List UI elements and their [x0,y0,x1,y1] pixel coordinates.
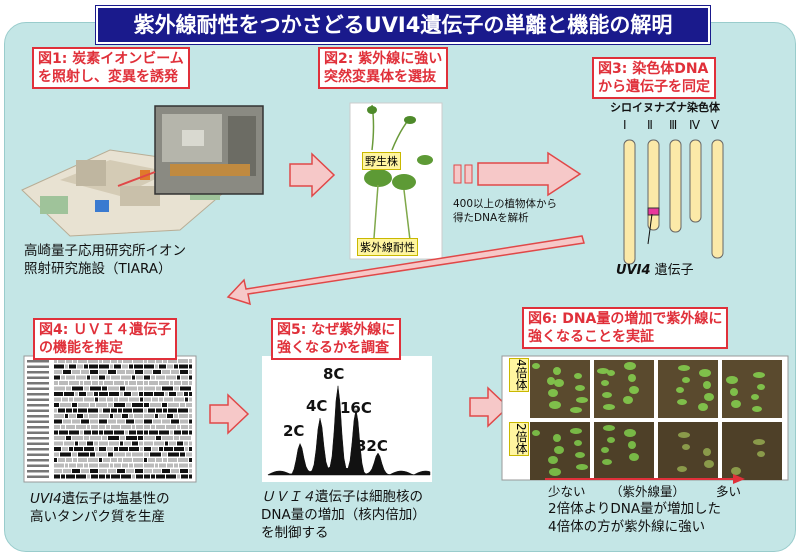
fig6-label: 図6: DNA量の増加で紫外線に強くなることを実証 [522,307,729,349]
arrow-fig1-to-fig2 [289,152,336,198]
fig1-caption: 高崎量子応用研究所イオン照射研究施設（TIARA） [24,243,186,277]
uvi4-gene-label: UVI4 遺伝子 [616,263,694,278]
peak-label-4c: 4C [306,397,328,415]
wild-type-tag: 野生株 [362,152,401,170]
treatment-photo [722,422,782,480]
uv-axis-low: 少ない [548,484,586,499]
tetraploid-row-label: 4倍体 [509,358,529,392]
fig5-caption: ＵＶＩ４遺伝子は細胞核の DNA量の増加（核内倍加） を制御する [261,489,426,541]
peak-label-2c: 2C [283,422,305,440]
uv-treatment-photo-grid [501,355,789,481]
plants-photo [349,102,443,260]
uv-axis-title: （紫外線量） [610,484,686,499]
treatment-photo [722,360,782,418]
arrow-fig3-to-fig4 [226,235,585,306]
peak-label-32c: 32C [356,437,388,455]
chromosome-label-2: Ⅱ [647,118,653,132]
chromosomes [623,139,724,265]
fig5-label: 図5: なぜ紫外線に強くなるかを調査 [271,318,402,360]
fig2-note: 400以上の植物体から得たDNAを解析 [453,198,558,224]
diploid-row-label: 2倍体 [509,422,529,456]
fig1-label: 図1: 炭素イオンビームを照射し、変異を誘発 [32,47,190,89]
irradiation-apparatus-photo [117,105,264,195]
chromosome-title: シロイヌナズナ染色体 [610,101,720,114]
chromosome-label-1: Ⅰ [623,118,627,132]
dna-content-histogram [262,356,432,482]
uv-axis-high: 多い [716,484,742,499]
fig4-label: 図4: ＵＶＩ４遺伝子の機能を推定 [33,318,178,360]
arrow-fig4-to-fig5 [209,393,250,435]
main-title: 紫外線耐性をつかさどるUVI4遺伝子の単離と機能の解明 [96,6,710,44]
fig2-label: 図2: 紫外線に強い突然変異体を選抜 [318,47,449,89]
arrow-fig5-to-fig6 [469,386,510,428]
chromosome-label-4: Ⅳ [689,118,701,132]
gene-marker [647,207,660,216]
peak-label-16c: 16C [340,399,372,417]
uv-resistant-tag: 紫外線耐性 [357,238,418,256]
chromosome-label-3: Ⅲ [669,118,678,132]
chromosome-label-5: Ⅴ [711,118,720,132]
sequence-alignment-image [23,355,197,483]
fig4-caption: UVI4遺伝子は塩基性の 高いタンパク質を生産 [30,491,170,525]
uv-dose-axis-arrow [545,474,745,484]
peak-label-8c: 8C [323,365,345,383]
arrow-fig2-to-fig3 [453,151,582,197]
